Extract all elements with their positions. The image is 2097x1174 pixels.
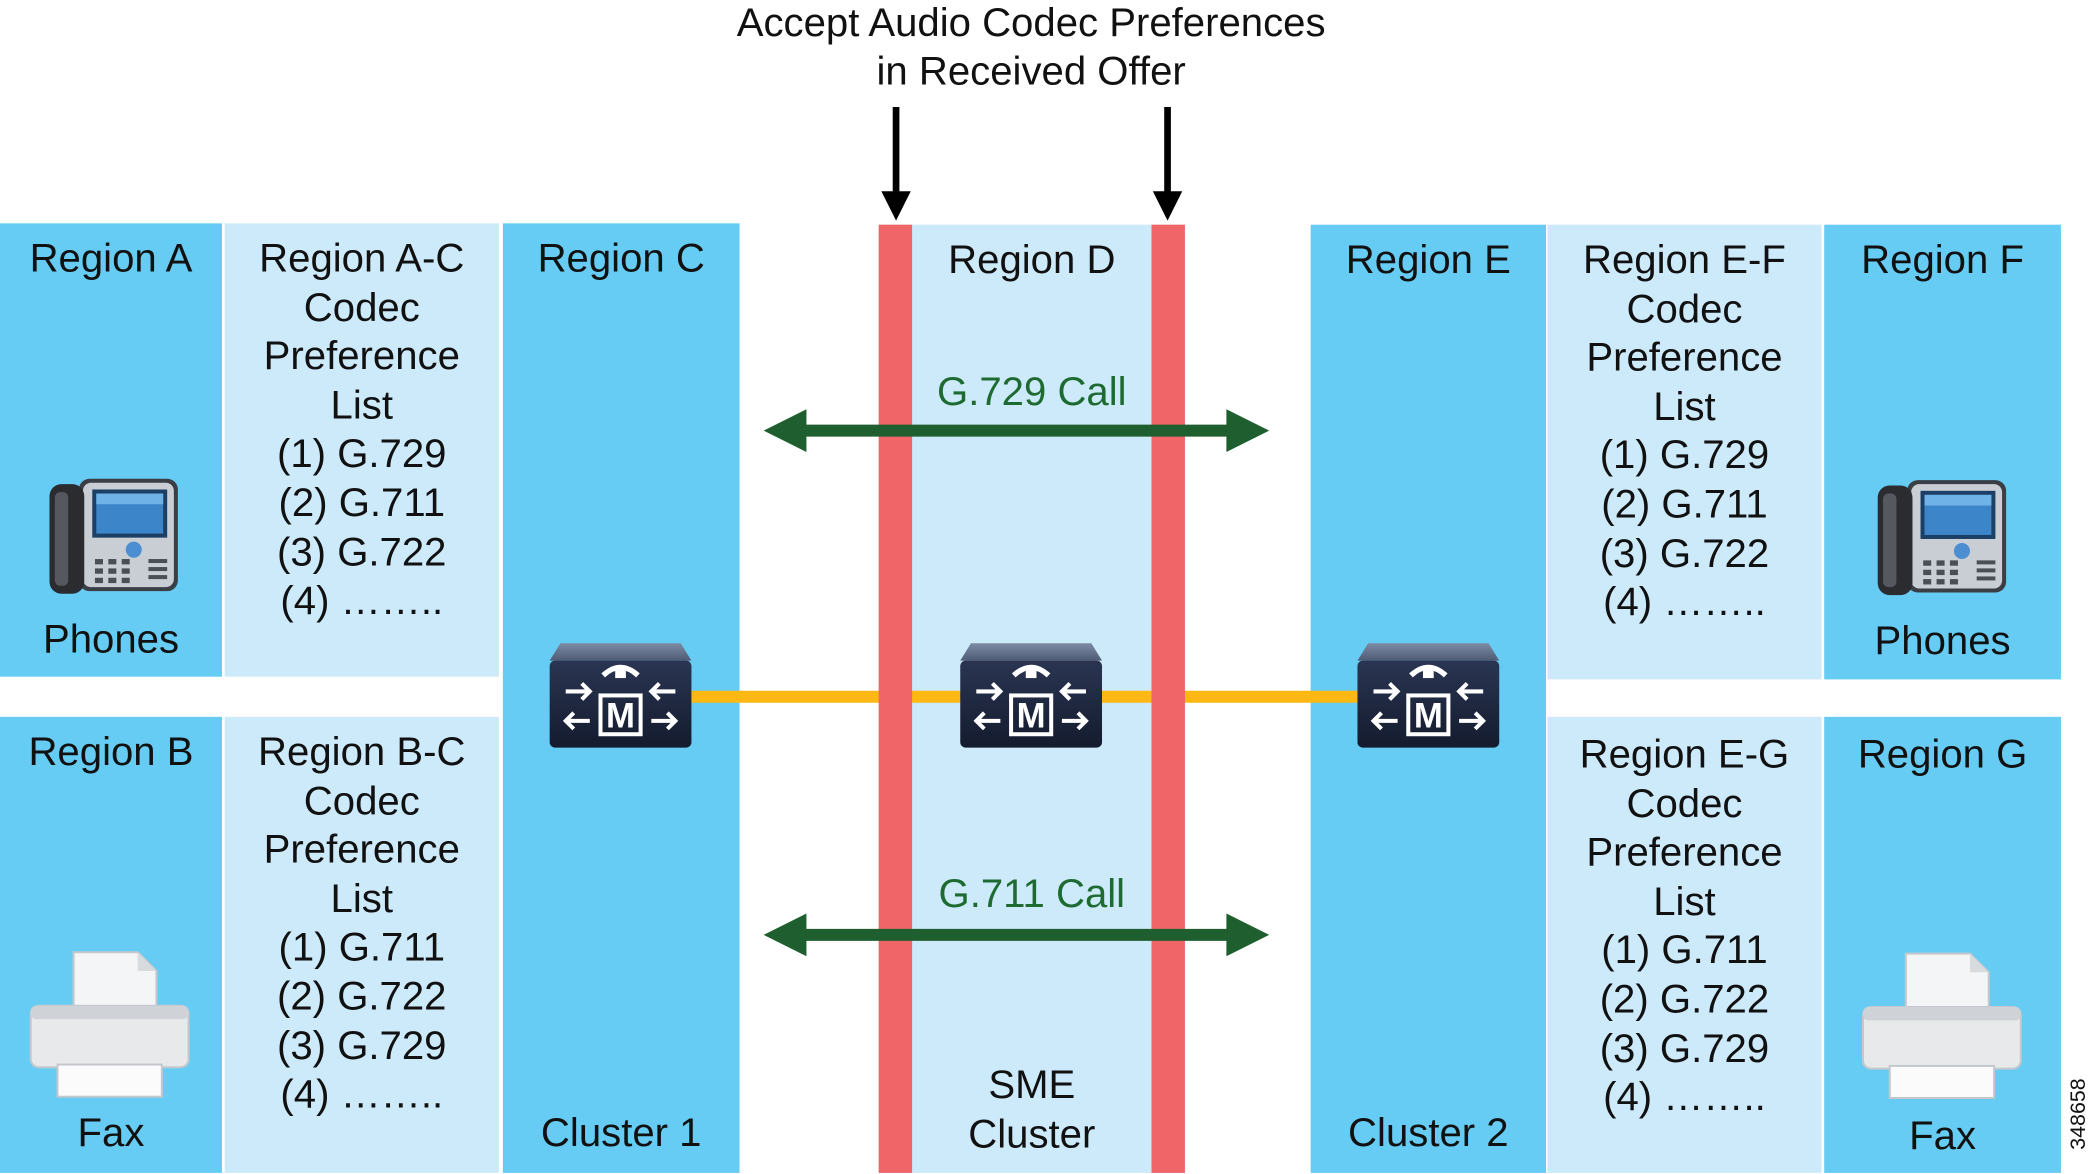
codec-list-line: (4) …….. <box>1603 580 1766 625</box>
title-line-2: in Received Offer <box>876 49 1186 94</box>
codec-list-line: (3) G.722 <box>1599 531 1770 576</box>
codec-list-line: (4) …….. <box>1603 1075 1766 1120</box>
phones-label: Phones <box>1874 619 2011 664</box>
codec-list-line: (3) G.729 <box>1599 1026 1770 1071</box>
arrow-down-icon <box>881 106 911 221</box>
fax-label: Fax <box>1909 1114 1977 1159</box>
sme-label-line-1: SME <box>988 1063 1076 1108</box>
codec-list-line: Codec <box>303 285 420 330</box>
codec-list-line: (2) G.711 <box>1601 482 1768 527</box>
codec-list-line: (2) G.722 <box>277 974 447 1020</box>
codec-list-ac: Region A-C Codec Preference List (1) G.7… <box>225 235 499 627</box>
arrow-down-icon <box>1152 106 1183 221</box>
codec-list-eg: Region E-G Codec Preference List (1) G.7… <box>1547 732 1821 1124</box>
cluster-2-label: Cluster 2 <box>1348 1111 1509 1156</box>
codec-list-line: Region B-C <box>258 730 466 775</box>
codec-list-line: Codec <box>1626 781 1743 826</box>
codec-list-line: Region E-G <box>1579 732 1790 778</box>
region-b-label: Region B <box>28 730 194 775</box>
codec-list-line: Preference <box>263 828 460 873</box>
codec-list-eg-panel <box>1547 716 1822 1173</box>
codec-list-line: Region E-F <box>1582 238 1786 283</box>
fax-label: Fax <box>77 1111 145 1156</box>
codec-list-line: (2) G.722 <box>1599 977 1770 1022</box>
sme-cluster-label: SME Cluster <box>879 1062 1185 1160</box>
region-f-label: Region F <box>1861 238 2024 283</box>
g729-call-label: G.729 Call <box>937 370 1127 415</box>
codec-list-line: Preference <box>263 334 460 379</box>
cluster-1-label: Cluster 1 <box>540 1111 702 1156</box>
ip-phone-icon <box>49 478 178 594</box>
ip-phone-icon <box>1877 480 2007 596</box>
codec-list-ac-panel <box>224 223 499 677</box>
codec-list-line: Preference <box>1586 335 1783 381</box>
region-g-label: Region G <box>1857 732 2028 778</box>
diagram-title: Accept Audio Codec Preferences in Receiv… <box>737 0 1326 96</box>
fax-printer-icon <box>29 951 190 1098</box>
codec-list-line: Codec <box>303 779 420 824</box>
double-arrow-icon <box>763 913 1270 957</box>
codec-list-ef: Region E-F Codec Preference List (1) G.7… <box>1547 237 1821 629</box>
codec-list-line: (1) G.711 <box>1601 928 1768 973</box>
region-f-panel <box>1824 224 2061 680</box>
codec-list-line: (3) G.729 <box>277 1023 447 1068</box>
region-e-label: Region E <box>1345 238 1511 283</box>
sme-label-line-2: Cluster <box>968 1112 1096 1157</box>
region-c-label: Region C <box>537 236 705 281</box>
codec-list-bc: Region B-C Codec Preference List (1) G.7… <box>225 729 499 1121</box>
region-a-label: Region A <box>29 236 193 281</box>
codec-list-line: Region A-C <box>259 236 465 281</box>
codec-list-line: Preference <box>1586 830 1783 875</box>
fax-printer-icon <box>1861 952 2022 1100</box>
codec-list-line: List <box>330 383 393 428</box>
title-line-1: Accept Audio Codec Preferences <box>736 1 1326 46</box>
phones-label: Phones <box>42 617 180 663</box>
boundary-left <box>878 224 913 1173</box>
g711-call-label: G.711 Call <box>938 871 1126 917</box>
double-arrow-icon <box>763 409 1270 453</box>
codec-list-line: (2) G.711 <box>278 481 446 526</box>
codec-list-line: Codec <box>1626 286 1743 332</box>
region-d-label: Region D <box>948 238 1116 283</box>
region-a-panel <box>0 223 223 677</box>
codec-list-line: (3) G.722 <box>277 530 447 575</box>
boundary-right <box>1151 224 1185 1173</box>
codec-list-line: (4) …….. <box>280 579 444 624</box>
codec-list-line: (1) G.729 <box>1599 433 1770 478</box>
codec-list-line: List <box>330 877 393 922</box>
codec-list-ef-panel <box>1547 224 1822 680</box>
codec-list-line: List <box>1653 879 1716 924</box>
figure-id: 348658 <box>2067 1078 2091 1150</box>
codec-list-bc-panel <box>224 716 499 1173</box>
codec-list-line: (1) G.729 <box>277 432 447 477</box>
codec-list-line: (4) …….. <box>280 1072 444 1117</box>
codec-list-line: List <box>1653 384 1716 430</box>
codec-list-line: (1) G.711 <box>278 925 446 971</box>
